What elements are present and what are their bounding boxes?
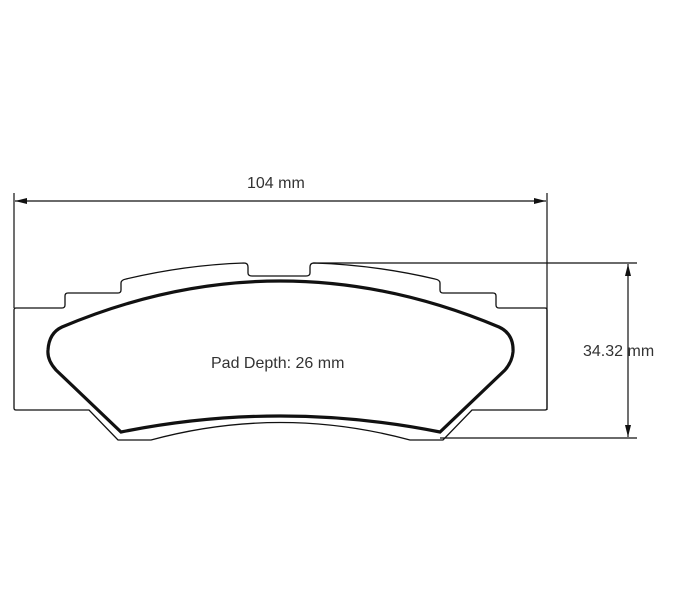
backing-plate-outline [13,262,548,441]
friction-material-outline [46,279,515,434]
pad-depth-label: Pad Depth: 26 mm [211,355,345,372]
width-label: 104 mm [247,175,305,192]
height-label: 34.32 mm [583,343,655,360]
